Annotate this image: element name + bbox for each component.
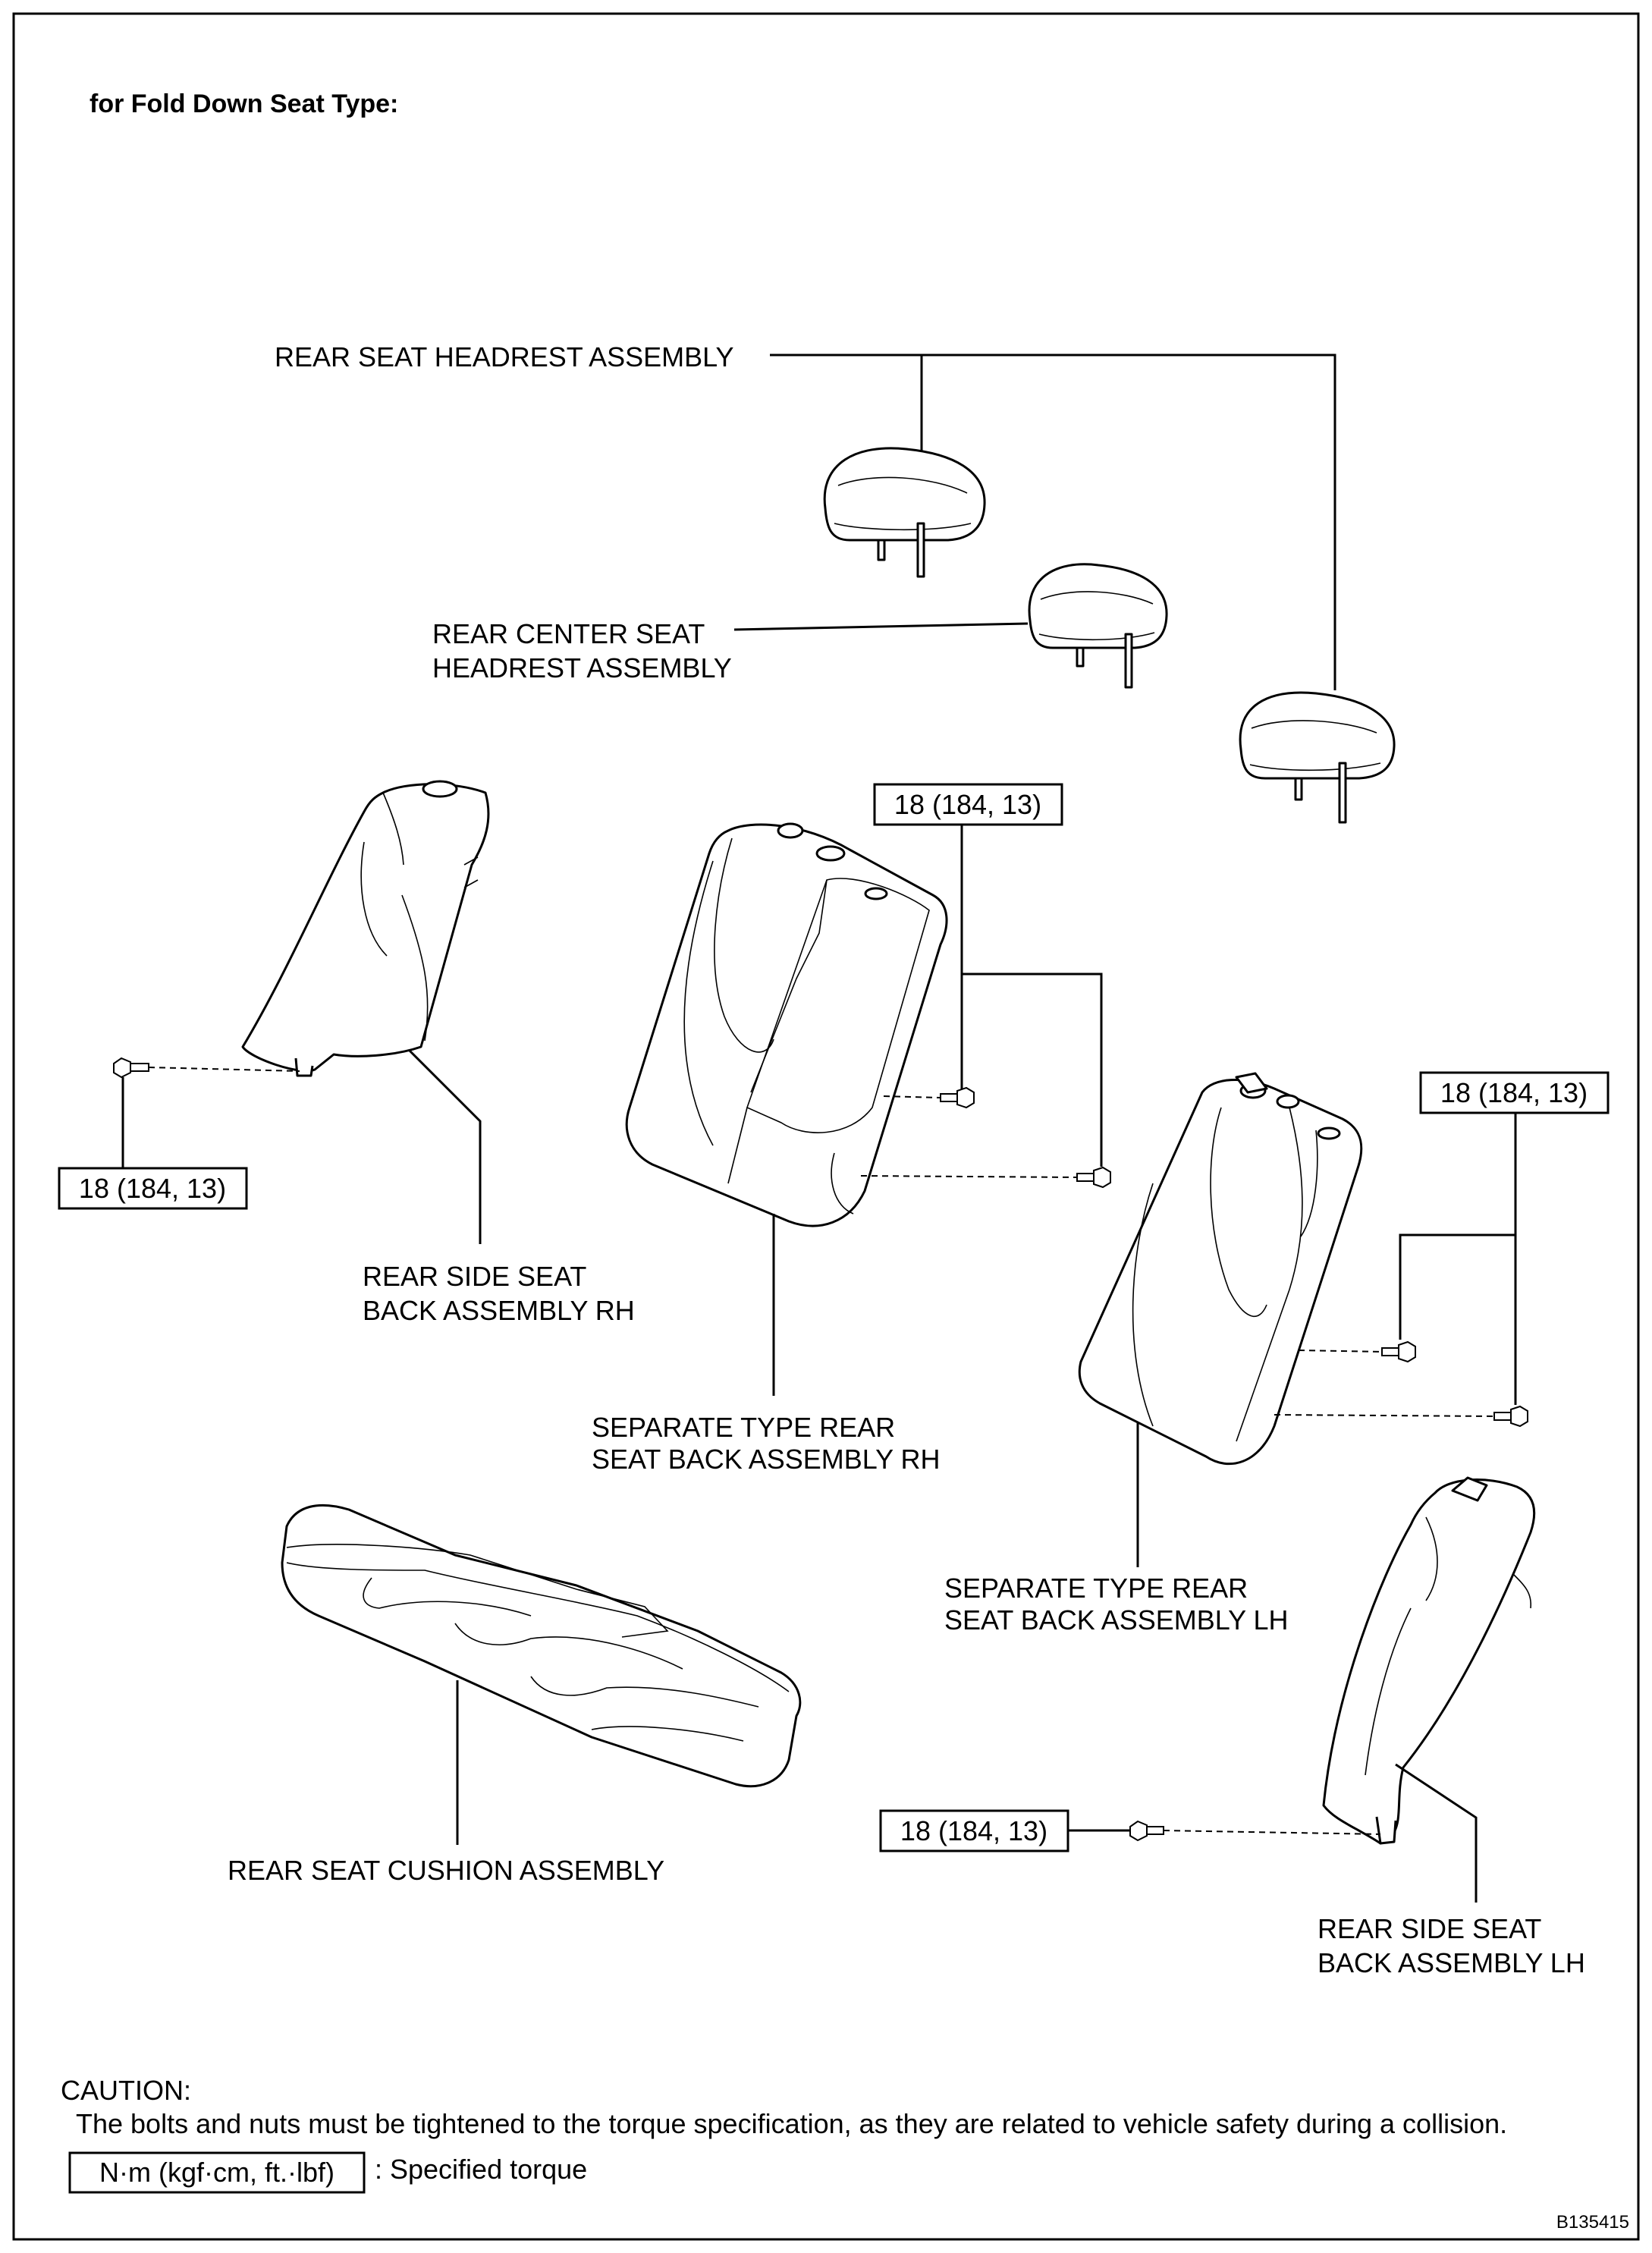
rear-seat-headrest-right (1239, 691, 1396, 824)
bolt-center-rh-upper (940, 1086, 975, 1109)
legend-meaning: : Specified torque (375, 2154, 587, 2185)
separate-seat-back-lh (1078, 1072, 1363, 1466)
torque-rh-side-bolt: 18 (184, 13) (79, 1173, 226, 1204)
dash-center-lh-lower (1274, 1414, 1495, 1417)
page-frame (12, 12, 1640, 2241)
torque-box-center-rh (873, 783, 1063, 826)
torque-center-lh-bolts: 18 (184, 13) (1440, 1077, 1588, 1108)
label-rear-side-back-lh-1: REAR SIDE SEAT (1318, 1913, 1541, 1944)
bolt-center-lh-upper (1381, 1340, 1416, 1363)
separate-seat-back-rh (625, 822, 948, 1227)
bolt-center-rh-lower (1076, 1166, 1111, 1189)
dash-center-lh-upper (1298, 1350, 1383, 1353)
leader-rear-side-back-rh (408, 1049, 482, 1244)
caution-text: The bolts and nuts must be tightened to … (76, 2108, 1507, 2139)
leader-rear-center-headrest (733, 622, 1029, 631)
label-separate-back-rh-2: SEAT BACK ASSEMBLY RH (592, 1444, 941, 1475)
figure-id: B135415 (1556, 2212, 1629, 2233)
label-rear-center-headrest-1: REAR CENTER SEAT (432, 618, 705, 649)
torque-box-rh-side (58, 1167, 248, 1210)
legend-unit-box (68, 2151, 366, 2194)
label-rear-seat-headrest: REAR SEAT HEADREST ASSEMBLY (275, 341, 734, 372)
torque-lh-side-bolt: 18 (184, 13) (900, 1815, 1047, 1846)
bolt-lh-side (1129, 1820, 1164, 1842)
label-separate-back-lh-2: SEAT BACK ASSEMBLY LH (944, 1604, 1289, 1636)
dash-rh-side-bolt (148, 1067, 300, 1072)
rear-side-seat-back-lh (1322, 1476, 1536, 1845)
label-rear-side-back-rh-2: BACK ASSEMBLY RH (363, 1295, 635, 1326)
label-rear-side-back-lh-2: BACK ASSEMBLY LH (1318, 1947, 1585, 1978)
leader-rear-side-back-lh (1395, 1763, 1478, 1903)
bolt-rh-side (113, 1057, 149, 1079)
label-rear-center-headrest-2: HEADREST ASSEMBLY (432, 652, 732, 683)
label-rear-seat-cushion: REAR SEAT CUSHION ASSEMBLY (228, 1855, 664, 1886)
caution-heading: CAUTION: (61, 2075, 191, 2106)
bolt-center-lh-lower (1493, 1405, 1528, 1428)
dash-center-rh-lower (860, 1175, 1078, 1178)
torque-center-rh-bolts: 18 (184, 13) (894, 789, 1041, 820)
leader-center-rh-bolts (960, 825, 1103, 1167)
rear-seat-headrest-left (823, 447, 986, 578)
leader-center-lh-bolts (1399, 1113, 1517, 1405)
legend-unit-text: N·m (kgf·cm, ft.·lbf) (99, 2157, 334, 2188)
diagram-title: for Fold Down Seat Type: (90, 90, 398, 118)
torque-box-lh-side (879, 1809, 1069, 1852)
label-separate-back-lh-1: SEPARATE TYPE REAR (944, 1573, 1248, 1604)
rear-seat-cushion (281, 1504, 802, 1788)
label-rear-side-back-rh-1: REAR SIDE SEAT (363, 1261, 586, 1292)
dash-lh-side-bolt (1163, 1830, 1381, 1835)
rear-side-seat-back-rh (241, 780, 490, 1077)
dash-center-rh-upper (883, 1095, 941, 1098)
rear-center-seat-headrest (1028, 563, 1168, 689)
leader-rear-seat-headrest (770, 354, 1336, 690)
label-separate-back-rh-1: SEPARATE TYPE REAR (592, 1412, 895, 1443)
